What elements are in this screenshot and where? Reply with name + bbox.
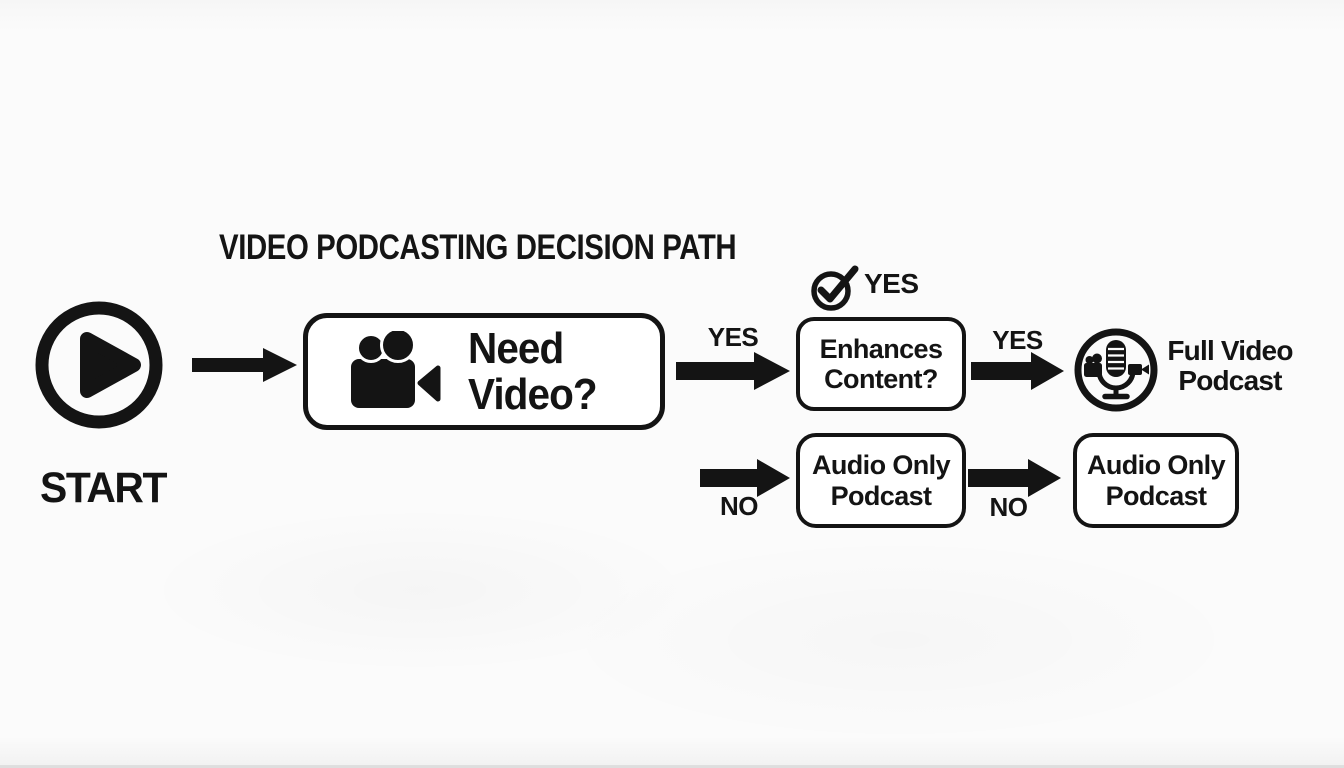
movie-camera-icon xyxy=(351,330,441,408)
edge-label-enhances-yes: YES xyxy=(992,325,1043,355)
edge-label-need-video-yes: YES xyxy=(707,322,759,352)
need-video-label: Need Video? xyxy=(468,324,598,419)
edge-label-need-video-no: NO xyxy=(720,491,759,521)
video-podcast-mic-icon xyxy=(1074,328,1158,412)
arrow-need-video-yes xyxy=(676,352,790,390)
node-enhances-content: Enhances Content? xyxy=(796,317,966,411)
diagram-title: VIDEO PODCASTING DECISION PATH xyxy=(219,228,737,267)
bottom-edge-shadow xyxy=(0,765,1344,768)
start-label: START xyxy=(40,464,167,512)
node-audio-only-podcast-left: Audio Only Podcast xyxy=(796,433,966,528)
edge-label-enhances-no: NO xyxy=(989,492,1029,522)
arrow-need-video-no xyxy=(700,459,790,497)
arrow-enhances-no xyxy=(968,459,1061,497)
node-need-video: Need Video? xyxy=(303,313,665,430)
edge-label-enhances-badge: YES xyxy=(864,268,919,299)
node-full-video-podcast: Full Video Podcast xyxy=(1167,335,1293,397)
check-circle-icon xyxy=(811,265,859,311)
arrow-enhances-yes xyxy=(971,352,1064,390)
play-circle-icon xyxy=(35,301,163,429)
arrow-start-to-need-video xyxy=(192,348,297,382)
node-audio-only-podcast-right: Audio Only Podcast xyxy=(1073,433,1239,528)
